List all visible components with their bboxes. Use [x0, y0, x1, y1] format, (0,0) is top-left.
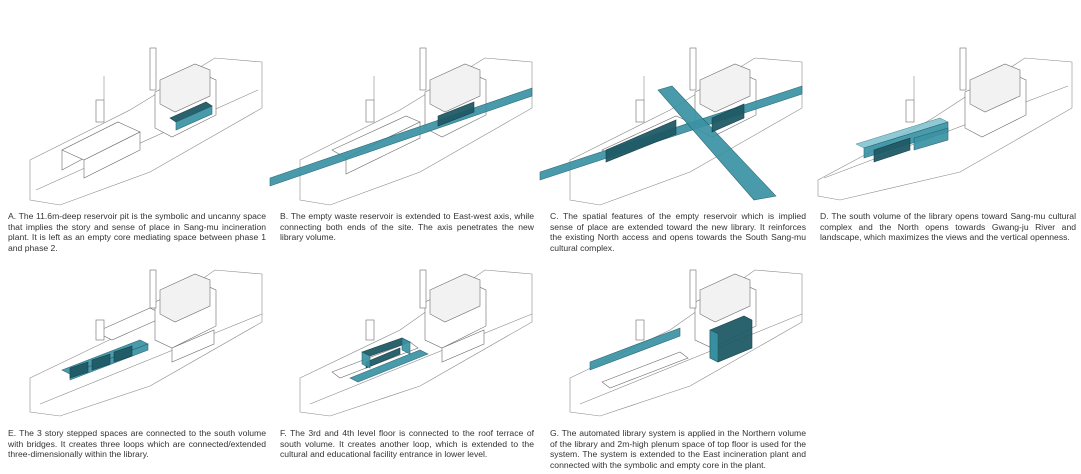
caption-e: E. The 3 story stepped spaces are connec…	[8, 428, 266, 460]
diagram-panel-g: G. The automated library system is appli…	[540, 268, 806, 474]
diagram-panel-d: D. The south volume of the library opens…	[810, 0, 1076, 262]
axonometric-drawing-a	[29, 47, 263, 206]
caption-a: A. The 11.6m-deep reservoir pit is the s…	[8, 211, 266, 253]
axonometric-drawing-b	[269, 47, 533, 206]
caption-c: C. The spatial features of the empty res…	[550, 211, 806, 253]
axonometric-drawing-g	[569, 269, 803, 417]
caption-f: F. The 3rd and 4th level floor is connec…	[280, 428, 534, 460]
axonometric-drawing-d	[817, 47, 1073, 201]
axonometric-drawing-e	[29, 269, 263, 417]
diagram-panel-b: B. The empty waste reservoir is extended…	[269, 0, 536, 262]
caption-b: B. The empty waste reservoir is extended…	[280, 211, 534, 243]
caption-g: G. The automated library system is appli…	[550, 428, 806, 470]
diagram-panel-a: A. The 11.6m-deep reservoir pit is the s…	[0, 0, 266, 262]
axonometric-drawing-f	[299, 269, 533, 417]
diagram-panel-c: C. The spatial features of the empty res…	[539, 0, 806, 262]
caption-d: D. The south volume of the library opens…	[820, 211, 1076, 243]
diagram-panel-f: F. The 3rd and 4th level floor is connec…	[270, 268, 536, 474]
diagram-panel-e: E. The 3 story stepped spaces are connec…	[0, 268, 266, 474]
axonometric-drawing-c	[539, 47, 803, 206]
